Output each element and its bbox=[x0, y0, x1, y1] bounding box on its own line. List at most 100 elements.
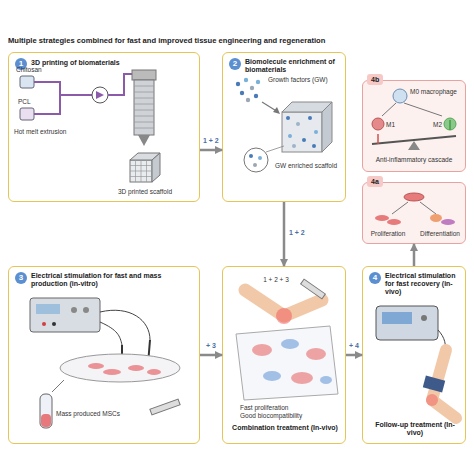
gw-dot bbox=[246, 98, 250, 102]
cell-pellet bbox=[41, 414, 51, 427]
callout-number: 2 bbox=[229, 58, 241, 70]
illustration-label: Hot melt extrusion bbox=[14, 128, 84, 135]
feed-tube bbox=[34, 82, 92, 114]
stimulator-device bbox=[30, 298, 100, 332]
chitosan-jar bbox=[20, 76, 34, 88]
gw-dot bbox=[250, 86, 254, 90]
panel-heading: Follow-up treatment (In-vivo) bbox=[367, 421, 463, 437]
gw-scaffold-side bbox=[322, 102, 332, 152]
illustration-label: Fast proliferation bbox=[240, 404, 340, 411]
syringe bbox=[301, 279, 326, 299]
wire bbox=[100, 310, 150, 345]
cell bbox=[147, 369, 161, 375]
edge-label: 1 + 2 bbox=[203, 137, 219, 144]
injury-site bbox=[426, 394, 438, 406]
cell bbox=[103, 369, 121, 375]
extruder-head bbox=[132, 70, 156, 80]
gw-dot bbox=[240, 91, 244, 95]
flow-arrow bbox=[200, 354, 222, 357]
gw-dot bbox=[292, 144, 296, 148]
scaffold-grid bbox=[130, 160, 152, 182]
cell-tube bbox=[40, 394, 52, 428]
scaffold-dots bbox=[286, 116, 318, 148]
gw-scaffold-front bbox=[282, 112, 322, 152]
panel-heading: Electrical stimulation for fast recovery… bbox=[385, 272, 463, 296]
flow-arrow bbox=[200, 149, 222, 152]
scaffold-front bbox=[130, 160, 152, 182]
differentiated-cell bbox=[441, 219, 455, 225]
gw-dot bbox=[288, 134, 292, 138]
growth-factor-dots bbox=[236, 78, 260, 102]
gw-dot bbox=[312, 144, 316, 148]
cell bbox=[128, 365, 144, 371]
differentiated-cell bbox=[430, 214, 442, 222]
panel-heading: Biomolecule enrichment of biomaterials bbox=[245, 58, 341, 74]
gw-dot bbox=[314, 130, 318, 134]
diagram-title: Multiple strategies combined for fast an… bbox=[8, 36, 468, 45]
illustration-label: Differentiation bbox=[414, 230, 466, 237]
gw-dot bbox=[256, 80, 260, 84]
edge-label: + 3 bbox=[206, 342, 216, 349]
cell-blob bbox=[281, 339, 299, 349]
flow-arrow bbox=[283, 202, 286, 266]
device-port bbox=[42, 322, 46, 326]
device-knob bbox=[421, 315, 427, 321]
pump-arrow bbox=[96, 91, 104, 99]
illustration-label: GW enriched scaffold bbox=[270, 162, 342, 169]
gw-dot bbox=[249, 154, 253, 158]
injury-site bbox=[276, 308, 292, 324]
illustration-label: PCL bbox=[18, 98, 48, 105]
m2-up bbox=[449, 120, 451, 130]
cell-blob bbox=[320, 376, 332, 384]
tissue-patch bbox=[236, 326, 338, 400]
gw-dot bbox=[286, 116, 290, 120]
panel-heading: 3D printing of biomaterials bbox=[31, 59, 195, 67]
device-knob bbox=[83, 307, 89, 313]
m1-down bbox=[377, 134, 379, 144]
electrode-cuff bbox=[423, 376, 445, 393]
gw-dot bbox=[244, 78, 248, 82]
device-screen bbox=[382, 312, 412, 324]
panel-heading: Combination treatment (In-vivo) bbox=[227, 424, 343, 432]
nozzle bbox=[138, 135, 150, 146]
callout-number: 4 bbox=[369, 272, 381, 284]
device-screen bbox=[36, 304, 60, 314]
gw-dot bbox=[296, 122, 300, 126]
gw-dot bbox=[302, 138, 306, 142]
gw-dot bbox=[236, 82, 240, 86]
enrich-arrowhead bbox=[273, 107, 280, 114]
illustration-label: M0 macrophage bbox=[410, 88, 464, 95]
petri-dish bbox=[60, 354, 180, 382]
cell-blob bbox=[252, 344, 272, 356]
m2-cell bbox=[444, 118, 456, 130]
stimulator-device bbox=[376, 306, 438, 340]
effect-arrow bbox=[413, 244, 416, 266]
illustration-label: 1 + 2 + 3 bbox=[254, 276, 298, 283]
extruder-barrel bbox=[134, 80, 154, 135]
stem-cell bbox=[404, 193, 424, 201]
cell-blob bbox=[291, 372, 313, 384]
gw-dot bbox=[253, 163, 257, 167]
gw-dot bbox=[258, 156, 262, 160]
illustration-label: Proliferation bbox=[362, 230, 414, 237]
flow-arrow bbox=[346, 354, 362, 357]
device-port bbox=[52, 322, 56, 326]
heater-ribs bbox=[134, 86, 154, 128]
m1-cell bbox=[372, 118, 384, 130]
illustration-label: Growth factors (GW) bbox=[268, 76, 328, 83]
scaffold-side bbox=[152, 153, 160, 182]
cell-blob bbox=[306, 348, 326, 360]
extrusion-pump bbox=[92, 87, 108, 103]
strategy-panel: 13D printing of biomaterials bbox=[8, 52, 200, 202]
syringe bbox=[150, 399, 180, 415]
proliferating-cell bbox=[375, 215, 389, 221]
edge-label: + 4 bbox=[349, 342, 359, 349]
cell-blob bbox=[263, 371, 281, 381]
illustration-label: 3D printed scaffold bbox=[110, 188, 180, 195]
illustration-label: Good biocompatibility bbox=[240, 412, 340, 419]
box-tab: 4b bbox=[367, 74, 383, 85]
illustration-label: Anti-inflammatory cascade bbox=[362, 156, 466, 163]
proliferating-cell bbox=[387, 219, 401, 225]
cell bbox=[88, 363, 104, 369]
